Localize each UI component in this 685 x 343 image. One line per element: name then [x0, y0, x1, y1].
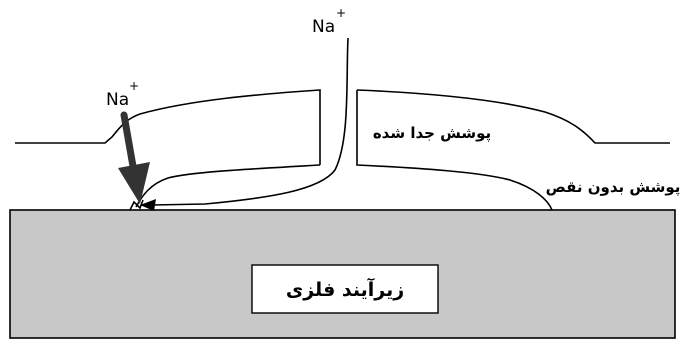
coating-inner-right: [356, 90, 553, 211]
ion-label-left: Na: [106, 90, 129, 110]
defect-mark: [129, 199, 144, 211]
diffusion-arrowhead: [140, 199, 156, 211]
ion-arrow-shaft: [120, 111, 138, 176]
coating-outer-right: [356, 89, 670, 144]
ion-arrowhead: [118, 162, 150, 204]
ion-diffusion-path: [151, 37, 349, 206]
substrate-label: زیرآیند فلزی: [286, 277, 404, 301]
ion-charge-left: +: [129, 79, 139, 93]
coating-outer-left: [15, 89, 321, 165]
coating-inner-left: [135, 164, 321, 208]
substrate-label-box: [251, 264, 439, 314]
ion-label-top: Na: [312, 17, 335, 37]
intact-coating-label: پوشش بدون نقص: [546, 178, 681, 197]
detached-coating-label: پوشش جدا شده: [373, 124, 491, 143]
ion-charge-top: +: [336, 6, 346, 20]
